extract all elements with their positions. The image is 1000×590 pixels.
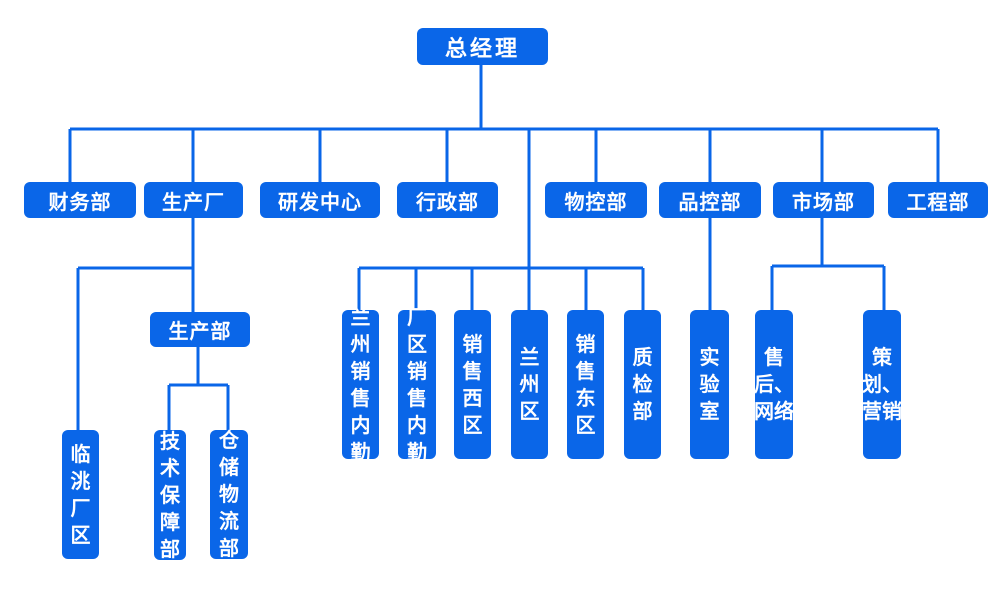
node-sales-west: 销售西区	[454, 310, 491, 459]
node-finance: 财务部	[24, 182, 136, 218]
node-production-plant: 生产厂	[144, 182, 243, 218]
node-quality-inspection: 质检部	[624, 310, 661, 459]
node-after-sales-network: 售后、网络	[754, 310, 794, 459]
node-plant-sales-office: 厂区销售内勤	[398, 305, 436, 464]
node-production-dept: 生产部	[150, 312, 250, 347]
node-laboratory: 实验室	[690, 310, 729, 459]
node-linkao-plant: 临洮厂区	[62, 430, 99, 559]
node-rnd-center: 研发中心	[260, 182, 380, 218]
node-administration: 行政部	[397, 182, 498, 218]
node-ceo: 总经理	[417, 28, 548, 65]
node-marketing: 市场部	[773, 182, 874, 218]
node-materials-control: 物控部	[545, 182, 647, 218]
node-tech-support: 技术保障部	[154, 429, 186, 561]
node-quality-control: 品控部	[659, 182, 761, 218]
node-lanzhou-sales-office: 兰州销售内勤	[342, 305, 379, 464]
node-planning-marketing: 策划、营销	[862, 310, 902, 459]
node-warehouse-logistics: 仓储物流部	[210, 428, 248, 560]
node-lanzhou-district: 兰州区	[511, 310, 548, 459]
node-sales-east: 销售东区	[567, 310, 604, 459]
node-engineering: 工程部	[888, 182, 988, 218]
